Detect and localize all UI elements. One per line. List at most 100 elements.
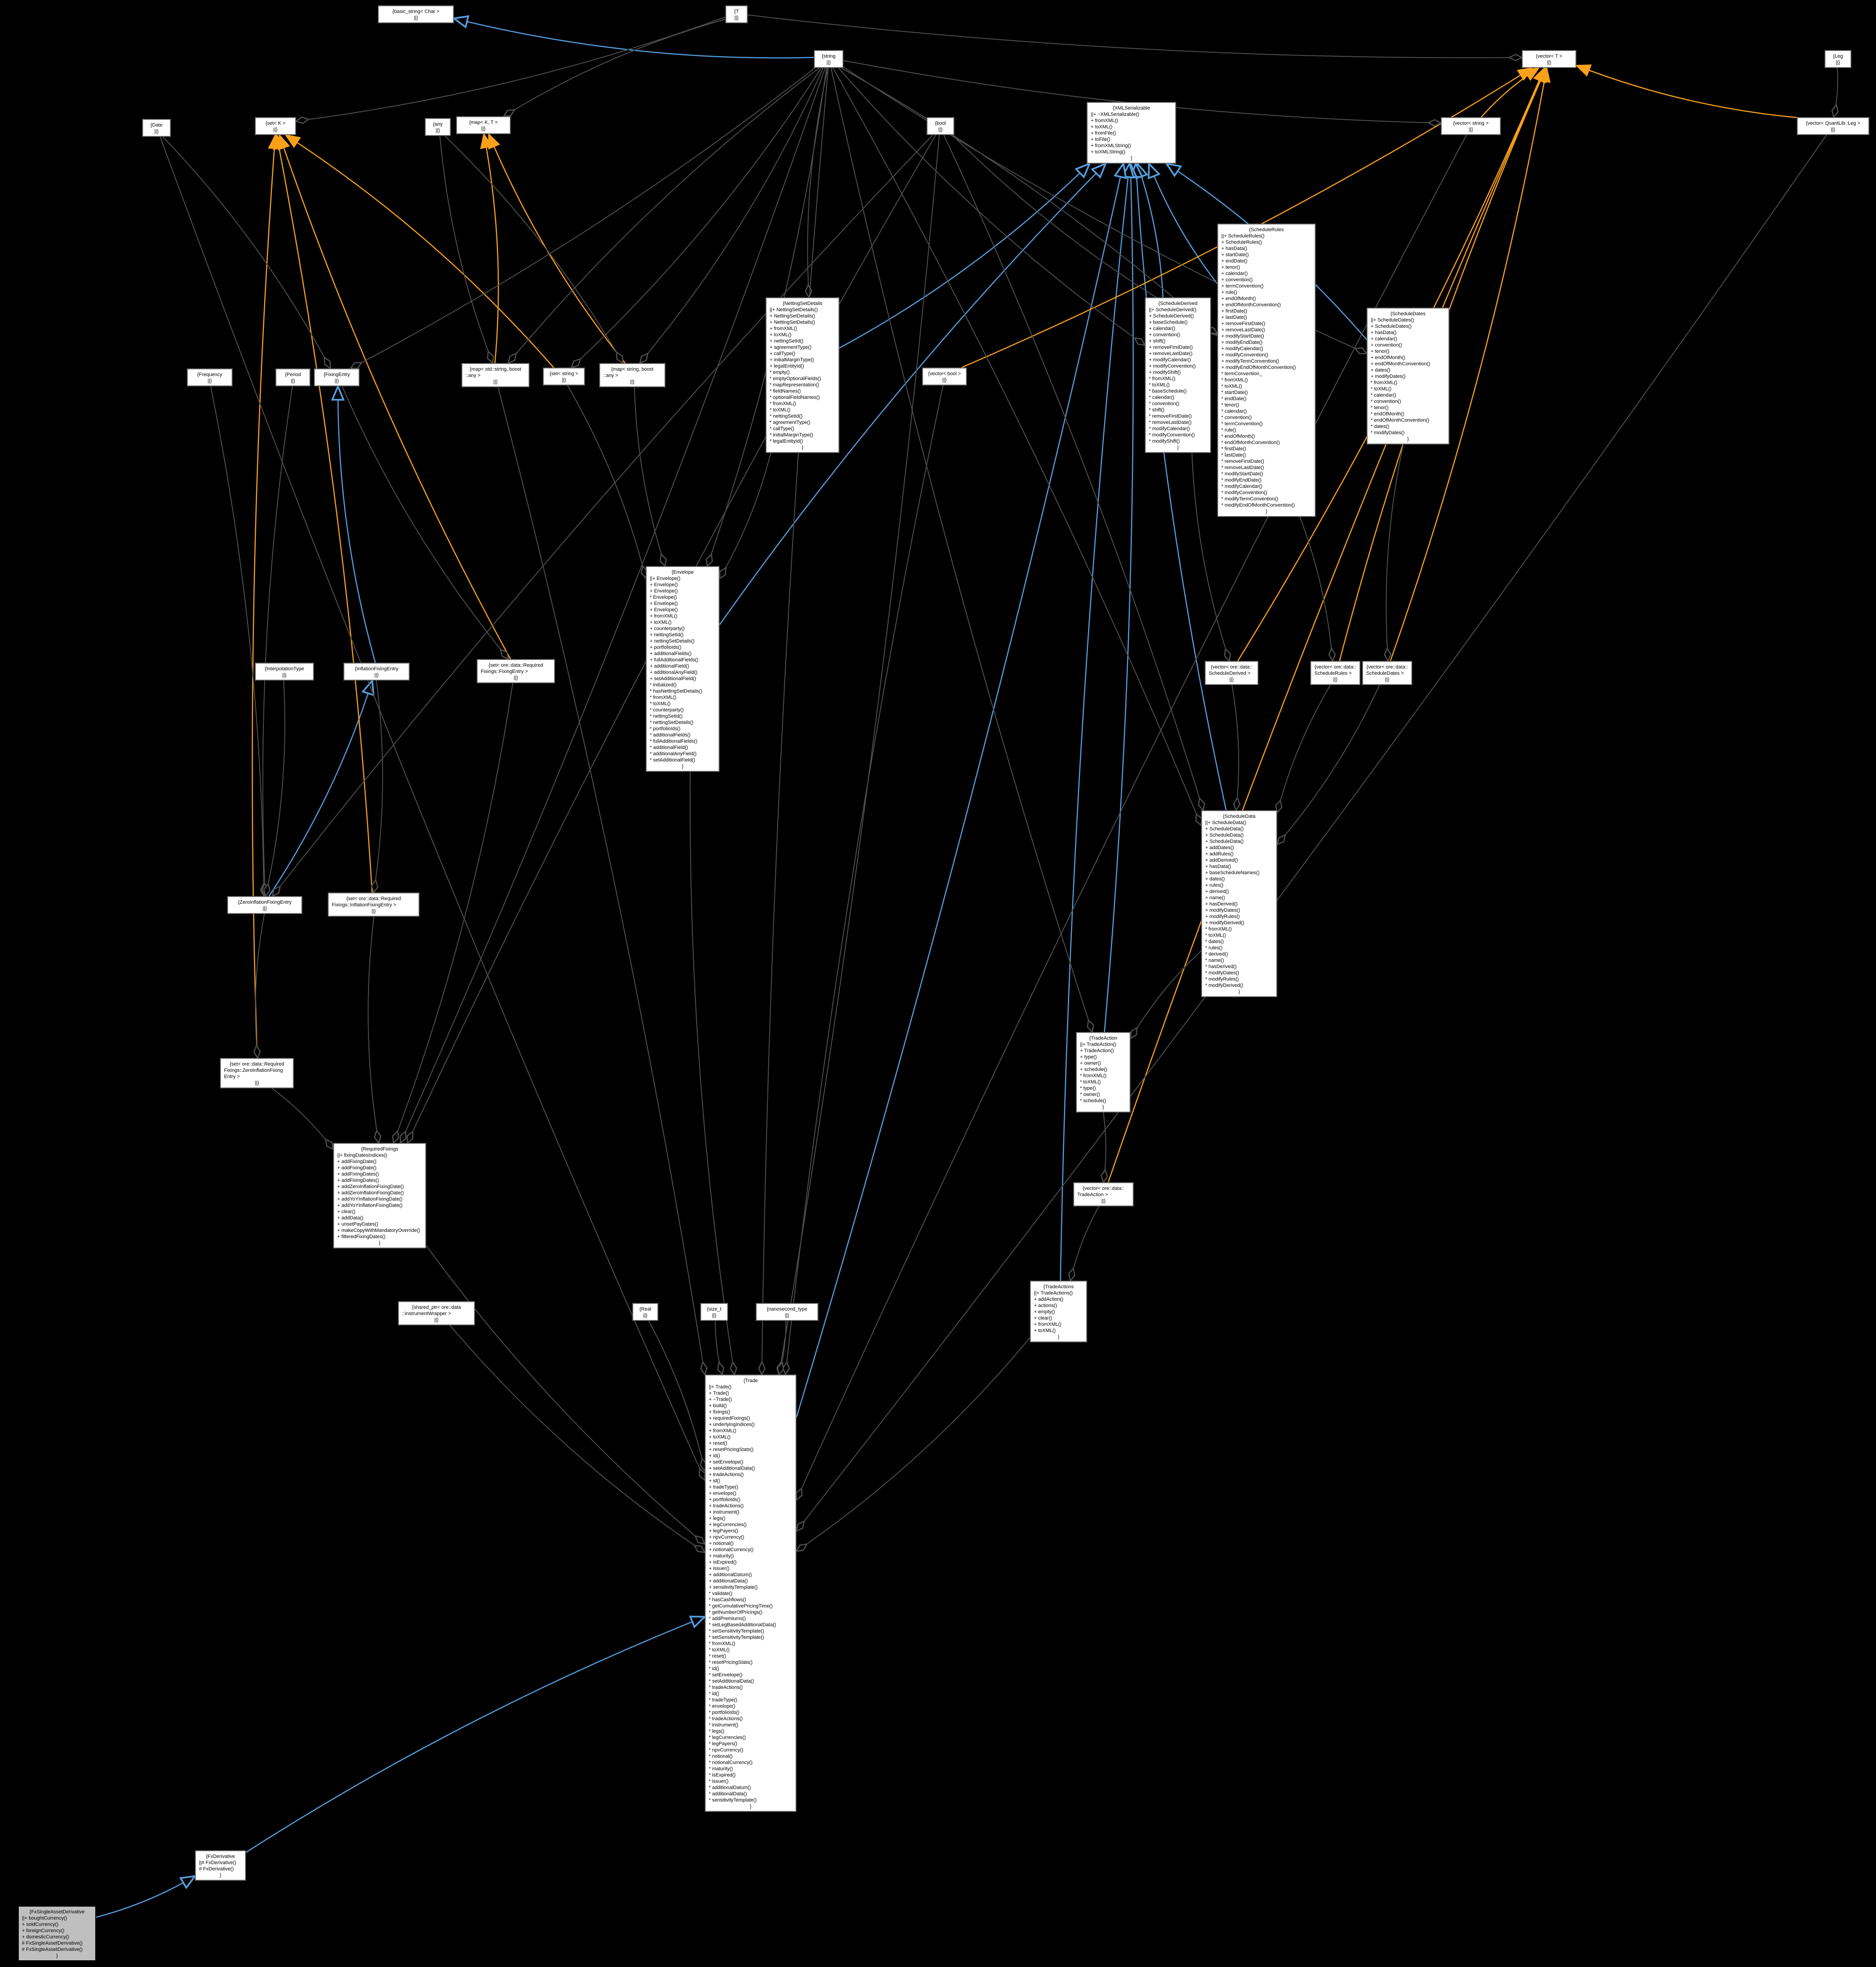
member-line: + actions() [1034, 1303, 1057, 1308]
node-date[interactable]: {Date||} [142, 119, 171, 137]
member-line: } [1102, 1104, 1104, 1110]
member-line: Fixings::FixingEntry > [481, 669, 528, 674]
node-vector-t[interactable]: {vector< T >||} [1522, 50, 1576, 68]
node-schedule-dates[interactable]: {ScheduleDates||+ ScheduleDates()+ Sched… [1367, 308, 1449, 444]
member-line: + tradeType() [709, 1485, 738, 1490]
member-line: ||} [371, 909, 376, 914]
edge-trade-actions-to-trade [796, 1337, 1030, 1552]
edge-set-fixing-entry-to-required-fixings [394, 683, 513, 1143]
node-inflation-fixing-entry[interactable]: {InflationFixingEntry||} [343, 663, 410, 681]
member-line: * toXML() [650, 701, 671, 706]
node-map-stdstring-any[interactable]: {map< std::string, boost::any >||} [462, 363, 529, 387]
member-line: * modifyCalendar() [1221, 484, 1262, 489]
member-line: ||+ TradeActions() [1034, 1290, 1073, 1296]
node-vector-ql-leg[interactable]: {vector< QuantLib::Leg >||} [1797, 117, 1869, 135]
node-vector-trade-action[interactable]: {vector< ore::data::TradeAction >||} [1073, 1182, 1134, 1206]
member-line: + Envelope() [650, 607, 678, 613]
member-line: + makeCopyWithMandatoryOverride() [337, 1228, 420, 1233]
member-line: ||} [291, 378, 295, 384]
node-size-t[interactable]: {size_t||} [700, 1303, 728, 1321]
member-line: + nettingSetId() [770, 338, 804, 344]
node-bool[interactable]: {bool||} [927, 117, 954, 135]
edge-fx-derivative-to-trade [246, 1617, 705, 1853]
node-vector-schedule-dates[interactable]: {vector< ore::data::ScheduleDates >||} [1362, 661, 1412, 685]
node-frequency[interactable]: {Frequency||} [187, 368, 233, 386]
node-trade-actions[interactable]: {TradeActions||+ TradeActions()+ addActi… [1030, 1281, 1087, 1342]
member-line: * fromXML() [1221, 377, 1248, 383]
node-xml-serializable[interactable]: {XMLSerializable||+ ~XMLSerializable()+ … [1087, 102, 1176, 164]
member-line: + name() [1205, 895, 1225, 901]
member-line: * additionalDatum() [709, 1785, 751, 1790]
member-line: * convention() [1371, 399, 1401, 404]
member-line: + tenor() [1371, 349, 1389, 354]
node-vector-schedule-rules[interactable]: {vector< ore::data::ScheduleRules >||} [1310, 661, 1360, 685]
class-name-zero-inflation-fixing-entry: {ZeroInflationFixingEntry [238, 900, 292, 905]
member-line: + addFixingDate() [337, 1165, 377, 1171]
node-netting-set-details[interactable]: {NettingSetDetails||+ NettingSetDetails(… [766, 297, 839, 453]
node-vector-schedule-derived[interactable]: {vector< ore::data::ScheduleDerived >||} [1205, 661, 1258, 685]
edge-set-fixing-entry-to-set-k [279, 135, 511, 660]
member-line: + legs() [709, 1516, 725, 1521]
edge-map-string-any-to-map-k-t [489, 134, 626, 364]
node-vector-bool[interactable]: {vector< bool >||} [922, 368, 967, 385]
node-vector-string[interactable]: {vector< string >||} [1441, 117, 1501, 135]
member-line: + legPayers() [709, 1528, 738, 1534]
node-schedule-rules[interactable]: {ScheduleRules||+ ScheduleRules()+ Sched… [1217, 224, 1316, 517]
member-line: + baseSchedule() [1149, 320, 1188, 325]
member-line: + NettingSetDetails() [770, 320, 815, 325]
node-set-string[interactable]: {set< string >||} [543, 368, 585, 385]
member-line: + endOfMonthConvention() [1371, 361, 1430, 367]
node-schedule-derived[interactable]: {ScheduleDerived||+ ScheduleDerived()+ S… [1145, 297, 1211, 453]
member-line: # FxDerivative() [199, 1866, 234, 1872]
node-leg[interactable]: {Leg||} [1825, 50, 1851, 68]
node-fixing-entry[interactable]: {FixingEntry||} [314, 368, 360, 386]
node-shared-ptr-instrument-wrapper[interactable]: {shared_ptr< ore::data::InstrumentWrappe… [398, 1301, 475, 1325]
member-line: + legCurrencies() [709, 1522, 747, 1527]
member-line: ::any > [466, 373, 481, 378]
node-any[interactable]: {any||} [425, 118, 451, 136]
node-envelope[interactable]: {Envelope||+ Envelope()+ Envelope()+ Env… [646, 566, 720, 772]
node-fx-single-asset-derivative[interactable]: {FxSingleAssetDerivative||+ boughtCurren… [18, 1906, 96, 1961]
member-line: ||} [254, 1080, 259, 1086]
node-trade-action[interactable]: {TradeAction||+ TradeAction()+ TradeActi… [1076, 1032, 1131, 1113]
edge-set-inflation-fixing-entry-to-set-k [277, 135, 373, 893]
node-string[interactable]: {string||} [814, 50, 843, 68]
node-nanosecond-type[interactable]: {nanosecond_type||} [756, 1303, 818, 1321]
edge-set-string-to-envelope [567, 385, 646, 578]
member-line: + convention() [1221, 277, 1253, 283]
node-t[interactable]: {T||} [725, 5, 748, 23]
member-line: + setAdditionalField() [650, 676, 696, 681]
node-interpolation-type[interactable]: {InterpolationType||} [255, 663, 314, 681]
member-line: + addFixingDate() [337, 1159, 377, 1164]
member-line: * modifyEndOfMonthConvention() [1221, 503, 1295, 508]
class-name-fx-derivative: {FxDerivative [206, 1854, 235, 1859]
node-zero-inflation-fixing-entry[interactable]: {ZeroInflationFixingEntry||} [227, 896, 302, 914]
edge-string-to-map-string-any [640, 68, 824, 363]
node-real[interactable]: {Real||} [632, 1303, 658, 1321]
member-line: + addAction() [1034, 1297, 1063, 1302]
edge-string-to-fixing-entry [351, 68, 815, 368]
node-required-fixings[interactable]: {RequiredFixings||+ fixingDatesIndices()… [333, 1143, 426, 1248]
node-basic-string[interactable]: {basic_string< Char >||} [378, 5, 454, 23]
member-line: + endOfMonthConvention() [1221, 302, 1281, 308]
member-line: * toXML() [1205, 933, 1226, 938]
node-set-k[interactable]: {set< K >||} [255, 117, 296, 135]
node-fx-derivative[interactable]: {FxDerivative||# FxDerivative()# FxDeriv… [195, 1850, 246, 1881]
edge-vector-string-to-vector-t [1481, 68, 1538, 118]
class-name-inflation-fixing-entry: {InflationFixingEntry [355, 666, 398, 672]
member-line: + modifyDates() [1371, 374, 1406, 379]
node-map-string-any[interactable]: {map< string, boost::any >||} [599, 363, 665, 387]
member-line: * endOfMonth() [1371, 411, 1405, 417]
node-map-k-t[interactable]: {map< K, T >||} [456, 116, 511, 134]
node-trade[interactable]: {Trade||+ Trade()+ Trade()+ ~Trade()+ bu… [705, 1375, 796, 1812]
edge-any-to-map-stdstring-any [439, 135, 493, 363]
node-period[interactable]: {Period||} [275, 368, 310, 386]
member-line: } [220, 1873, 221, 1878]
node-schedule-data[interactable]: {ScheduleData||+ ScheduleData()+ Schedul… [1201, 810, 1277, 997]
edge-vector-schedule-dates-to-schedule-data [1277, 685, 1380, 845]
member-line: ||+ ScheduleRules() [1221, 233, 1265, 239]
member-line: * additionalData() [709, 1791, 747, 1797]
